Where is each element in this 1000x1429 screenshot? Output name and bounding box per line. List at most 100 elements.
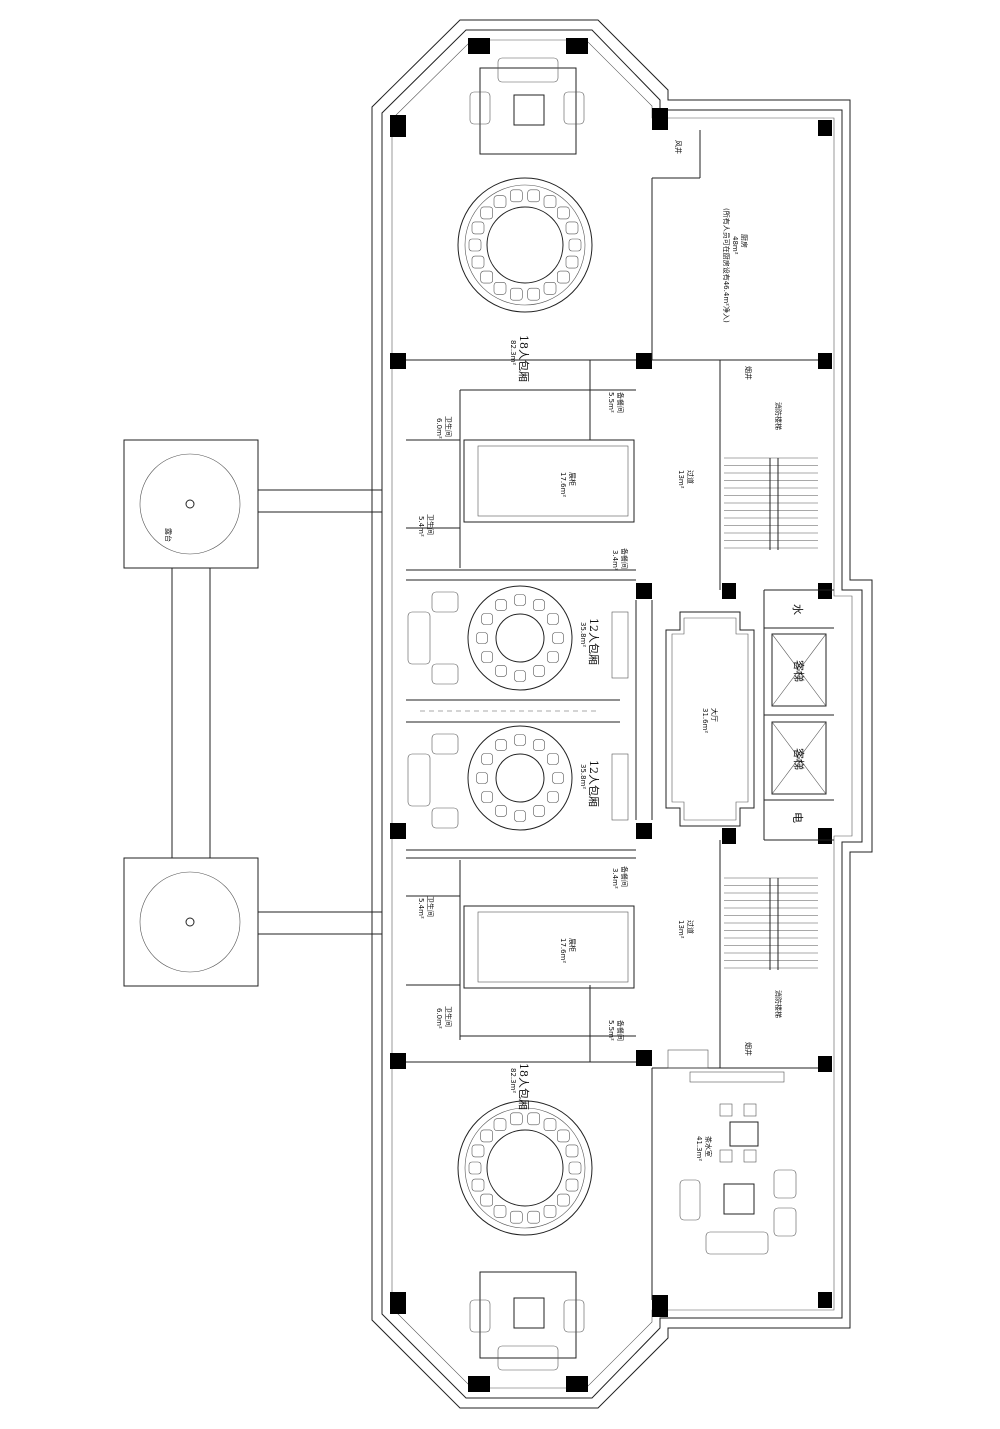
label-wc-mid-b-name: 卫生间	[426, 896, 435, 917]
chair	[556, 270, 570, 284]
chair	[514, 670, 526, 682]
label-corridor-bottom-area: 13m²	[677, 920, 685, 939]
chair	[547, 753, 559, 765]
label-display-b-area: 17.6m²	[559, 938, 567, 963]
chair	[481, 753, 493, 765]
label-shaft-water: 水	[791, 604, 804, 615]
label-tea-room-name: 茶水室	[704, 1136, 713, 1157]
chairs-vip	[468, 189, 582, 1224]
chair	[543, 281, 557, 295]
chair	[493, 281, 507, 295]
label-tea-room-area: 41.3m²	[695, 1136, 703, 1161]
chair	[480, 1129, 494, 1143]
chair	[509, 287, 523, 301]
chair	[468, 1161, 482, 1175]
display-case-b	[463, 905, 635, 989]
chair	[468, 238, 482, 252]
chair	[556, 1129, 570, 1143]
label-kitchen-note: (所有人员可在厨房设有46.4m²净入)	[722, 208, 731, 323]
label-kitchen-area: 48m²	[731, 236, 739, 255]
chair	[514, 810, 526, 822]
chair	[509, 1112, 523, 1126]
label-display-a-name: 展柜	[568, 472, 577, 486]
chair	[527, 287, 541, 301]
chair	[514, 734, 526, 746]
chair	[480, 1193, 494, 1207]
label-corridor-top-area: 13m²	[677, 470, 685, 489]
label-lobby-name: 大厅	[710, 708, 719, 722]
display-case-a	[463, 439, 635, 523]
chair	[565, 1178, 579, 1192]
label-shaft-top: 风井	[674, 140, 683, 154]
label-vip-bottom-area: 82.3m²	[509, 1068, 517, 1093]
table-vip-top	[457, 177, 593, 313]
label-wc-top-area: 6.0m²	[435, 418, 443, 439]
chair	[543, 1205, 557, 1218]
label-service-top-area: 5.5m²	[607, 392, 615, 413]
label-vip-top-area: 82.3m²	[509, 340, 517, 365]
chair	[471, 1178, 485, 1192]
chair	[527, 189, 541, 203]
chair	[556, 206, 570, 220]
stairs	[724, 457, 818, 970]
table-vip-bottom	[457, 1100, 593, 1236]
label-display-a-area: 17.6m²	[559, 472, 567, 497]
label-service-mid-b-name: 备餐间	[620, 866, 629, 887]
chair	[476, 772, 488, 784]
chair	[547, 791, 559, 803]
chair	[565, 1144, 579, 1158]
table-12-b	[467, 725, 573, 831]
label-service-bottom-area: 5.5m²	[607, 1020, 615, 1041]
label-vip-bottom-name: 18人包厢	[517, 1063, 530, 1110]
label-service-bottom-name: 备餐间	[616, 1020, 625, 1041]
chair	[471, 255, 485, 269]
label-stair-top: 消防楼梯	[774, 402, 783, 430]
label-lift-1: 客梯	[792, 660, 806, 682]
label-lobby-area: 31.6m²	[701, 708, 709, 733]
label-wc-mid-a-name: 卫生间	[426, 514, 435, 535]
chair	[495, 599, 507, 611]
label-smoke-bottom: 烟井	[744, 1042, 753, 1056]
label-wc-bottom-area: 6.0m²	[435, 1008, 443, 1029]
label-room12-b-name: 12人包厢	[587, 760, 600, 807]
label-garden-left: 露台	[164, 528, 173, 542]
chair	[533, 739, 545, 751]
chair	[480, 206, 494, 220]
chair	[556, 1193, 570, 1207]
chair	[493, 195, 507, 208]
chair	[495, 805, 507, 817]
label-corridor-top-name: 过道	[686, 470, 695, 484]
chair	[543, 1118, 557, 1131]
chair	[514, 594, 526, 606]
label-smoke-top: 烟井	[744, 366, 753, 380]
label-service-mid-a-area: 3.4m²	[611, 550, 619, 571]
label-wc-mid-a-area: 5.4m²	[417, 516, 425, 537]
chair	[495, 665, 507, 677]
chair	[533, 599, 545, 611]
label-corridor-bottom-name: 过道	[686, 920, 695, 934]
lounge-vip-bottom	[469, 1271, 585, 1371]
label-kitchen-name: 厨房	[740, 234, 749, 248]
label-wc-top-name: 卫生间	[444, 416, 453, 437]
chair	[568, 238, 582, 252]
chair	[481, 791, 493, 803]
tea-room-furniture	[667, 1049, 797, 1255]
outer-wall	[371, 19, 873, 1409]
lounge-12	[407, 591, 629, 829]
chair	[481, 651, 493, 663]
label-stair-bottom: 消防楼梯	[774, 990, 783, 1018]
chair	[552, 632, 564, 644]
chair	[533, 665, 545, 677]
label-room12-b-area: 35.8m²	[579, 764, 587, 789]
label-wc-bottom-name: 卫生间	[444, 1006, 453, 1027]
label-shaft-elec: 电	[791, 812, 804, 823]
label-vip-top-name: 18人包厢	[517, 335, 530, 382]
label-service-mid-b-area: 3.4m²	[611, 868, 619, 889]
chair	[481, 613, 493, 625]
chair	[493, 1205, 507, 1218]
lifts	[771, 633, 827, 795]
chair	[547, 613, 559, 625]
chair	[471, 1144, 485, 1158]
chair	[565, 255, 579, 269]
chair	[527, 1210, 541, 1224]
